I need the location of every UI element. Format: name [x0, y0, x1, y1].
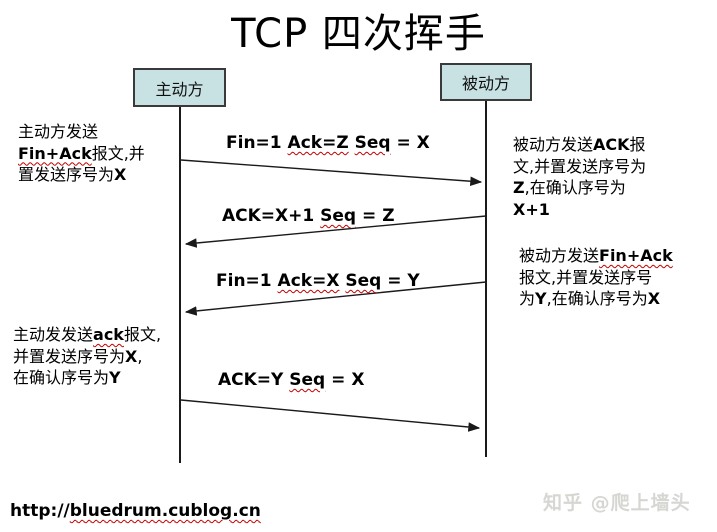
zhihu-watermark: 知乎 @爬上墙头 — [543, 492, 691, 514]
arrow-message-3 — [184, 281, 487, 316]
arrow-message-1 — [180, 159, 483, 186]
actor-box-active: 主动方 — [133, 68, 226, 107]
message-label-fin-1: Fin=1 Ack=Z Seq = X — [226, 133, 430, 153]
message-label-ack-2: ACK=Y Seq = X — [218, 370, 365, 390]
message-label-fin-2: Fin=1 Ack=X Seq = Y — [216, 271, 420, 291]
arrow-message-4 — [180, 399, 481, 432]
actor-box-passive: 被动方 — [440, 63, 532, 101]
source-url: http://bluedrum.cublog.cn — [10, 501, 261, 521]
actor-active-label: 主动方 — [155, 79, 204, 99]
arrow-message-2 — [184, 215, 487, 248]
diagram-title: TCP 四次挥手 — [231, 11, 486, 57]
note-active-send-ack: 主动发发送ack报文,并置发送序号为X,在确认序号为Y — [13, 325, 162, 387]
message-label-ack-1: ACK=X+1 Seq = Z — [222, 206, 395, 226]
actor-passive-label: 被动方 — [461, 74, 510, 93]
